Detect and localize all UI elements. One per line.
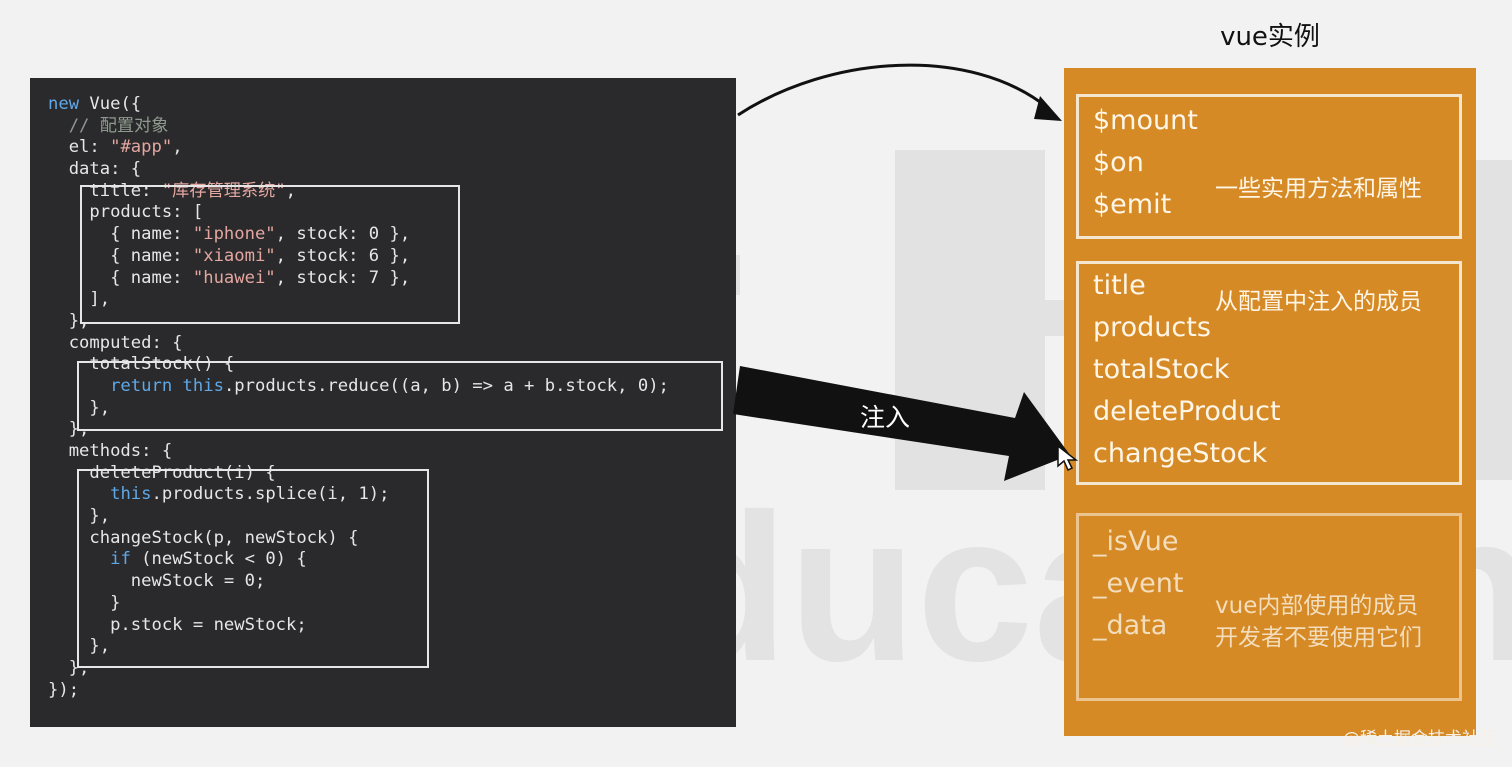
code-line: totalStock() { xyxy=(48,354,669,376)
code-token: , xyxy=(285,180,297,201)
code-token: } xyxy=(48,592,121,613)
group-note: vue内部使用的成员 xyxy=(1215,593,1419,619)
instance-member: $mount xyxy=(1093,105,1198,136)
code-token: new xyxy=(48,94,80,114)
instance-member: _event xyxy=(1093,568,1184,599)
code-line: new Vue({ xyxy=(48,94,669,116)
instance-member: deleteProduct xyxy=(1093,396,1281,427)
vue-config-code: new Vue({ // 配置对象 el: "#app", data: { ti… xyxy=(48,94,669,701)
code-line: computed: { xyxy=(48,333,669,355)
code-token: { name: xyxy=(48,267,193,288)
code-line: if (newStock < 0) { xyxy=(48,549,669,571)
code-line: el: "#app", xyxy=(48,137,669,159)
code-line: deleteProduct(i) { xyxy=(48,463,669,485)
code-token: "xiaomi" xyxy=(192,245,276,266)
internal-members-group: _isVue _event _data vue内部使用的成员 开发者不要使用它们 xyxy=(1076,513,1462,701)
code-token: totalStock() { xyxy=(48,354,235,375)
code-line: { name: "xiaomi", stock: 6 }, xyxy=(48,246,669,268)
code-token: if xyxy=(110,549,131,570)
code-line: { name: "iphone", stock: 0 }, xyxy=(48,224,669,246)
code-token: { name: xyxy=(48,245,193,266)
computed-highlight-box xyxy=(77,361,723,431)
code-line: }, xyxy=(48,506,669,528)
code-token: { name: xyxy=(48,224,193,245)
code-line: newStock = 0; xyxy=(48,571,669,593)
code-token: }, xyxy=(48,506,111,527)
data-highlight-box xyxy=(80,185,460,324)
code-token: "huawei" xyxy=(192,267,276,288)
code-token: changeStock(p, newStock) { xyxy=(48,527,359,548)
code-token: }, xyxy=(48,397,111,418)
curved-arrow-head xyxy=(1034,96,1062,121)
code-token: }); xyxy=(48,679,80,700)
curved-arrow-line xyxy=(737,63,1049,117)
code-token: , stock: 0 }, xyxy=(275,224,411,245)
code-token: "#app" xyxy=(110,137,173,158)
code-panel: new Vue({ // 配置对象 el: "#app", data: { ti… xyxy=(30,78,736,727)
code-line: }, xyxy=(48,311,669,333)
code-token: "iphone" xyxy=(192,224,276,245)
code-token: , stock: 6 }, xyxy=(275,245,411,266)
code-token: return xyxy=(48,375,183,396)
inject-label: 注入 xyxy=(860,403,911,432)
code-token: // 配置对象 xyxy=(48,115,169,136)
code-token: this xyxy=(182,375,224,396)
code-line: ], xyxy=(48,289,669,311)
code-line: data: { xyxy=(48,159,669,181)
code-token: , stock: 7 }, xyxy=(275,267,411,288)
instance-member: _isVue xyxy=(1093,526,1179,557)
code-token: .products.splice(i, 1); xyxy=(151,484,390,505)
instance-member: title xyxy=(1093,270,1146,301)
code-line: } xyxy=(48,593,669,615)
instance-member: totalStock xyxy=(1093,354,1230,385)
code-line: return this.products.reduce((a, b) => a … xyxy=(48,376,669,398)
vue-instance-title: vue实例 xyxy=(1220,22,1320,52)
instance-member: _data xyxy=(1093,610,1168,641)
cursor-icon xyxy=(1057,444,1079,472)
code-token: computed: { xyxy=(48,332,183,353)
code-line: this.products.splice(i, 1); xyxy=(48,484,669,506)
code-token: .products.reduce((a, b) => a + b.stock, … xyxy=(223,375,669,396)
code-line: changeStock(p, newStock) { xyxy=(48,528,669,550)
code-token: data: { xyxy=(48,159,142,180)
code-token: this xyxy=(110,484,152,505)
code-token: }, xyxy=(48,636,111,657)
code-line: { name: "huawei", stock: 7 }, xyxy=(48,268,669,290)
code-token: deleteProduct(i) { xyxy=(48,462,276,483)
methods-highlight-box xyxy=(77,469,429,668)
code-line: // 配置对象 xyxy=(48,116,669,138)
source-credit: @稀土掘金技术社区 xyxy=(1343,729,1496,749)
code-token: , xyxy=(172,137,183,158)
instance-member: changeStock xyxy=(1093,438,1268,469)
code-line: }, xyxy=(48,398,669,420)
code-token: p.stock = newStock; xyxy=(48,614,307,635)
code-token: Vue({ xyxy=(79,94,142,114)
code-token: el: xyxy=(48,137,111,158)
code-line: methods: { xyxy=(48,441,669,463)
group-note: 开发者不要使用它们 xyxy=(1215,625,1422,651)
code-token: }, xyxy=(48,310,90,331)
code-line: p.stock = newStock; xyxy=(48,615,669,637)
code-token: (newStock < 0) { xyxy=(130,549,307,570)
code-token: methods: { xyxy=(48,441,173,461)
code-token: ], xyxy=(48,289,111,310)
code-token: products: [ xyxy=(48,202,204,223)
code-line: }, xyxy=(48,636,669,658)
code-line: }); xyxy=(48,680,669,702)
code-line: products: [ xyxy=(48,202,669,224)
instance-member: $emit xyxy=(1093,189,1172,220)
code-token: newStock = 0; xyxy=(48,571,266,592)
instance-member: $on xyxy=(1093,147,1144,178)
